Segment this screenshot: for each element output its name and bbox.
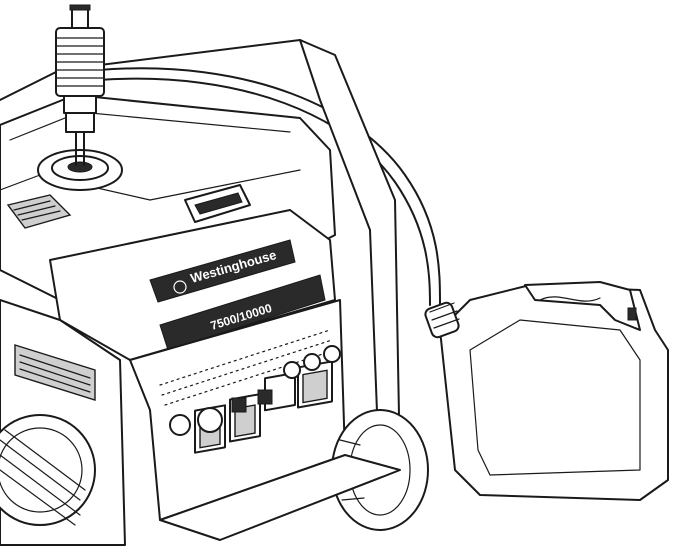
fuel-filter-funnel — [55, 4, 105, 166]
fuel-can — [424, 281, 669, 501]
generator: Westinghouse 7500/10000 — [0, 39, 429, 546]
